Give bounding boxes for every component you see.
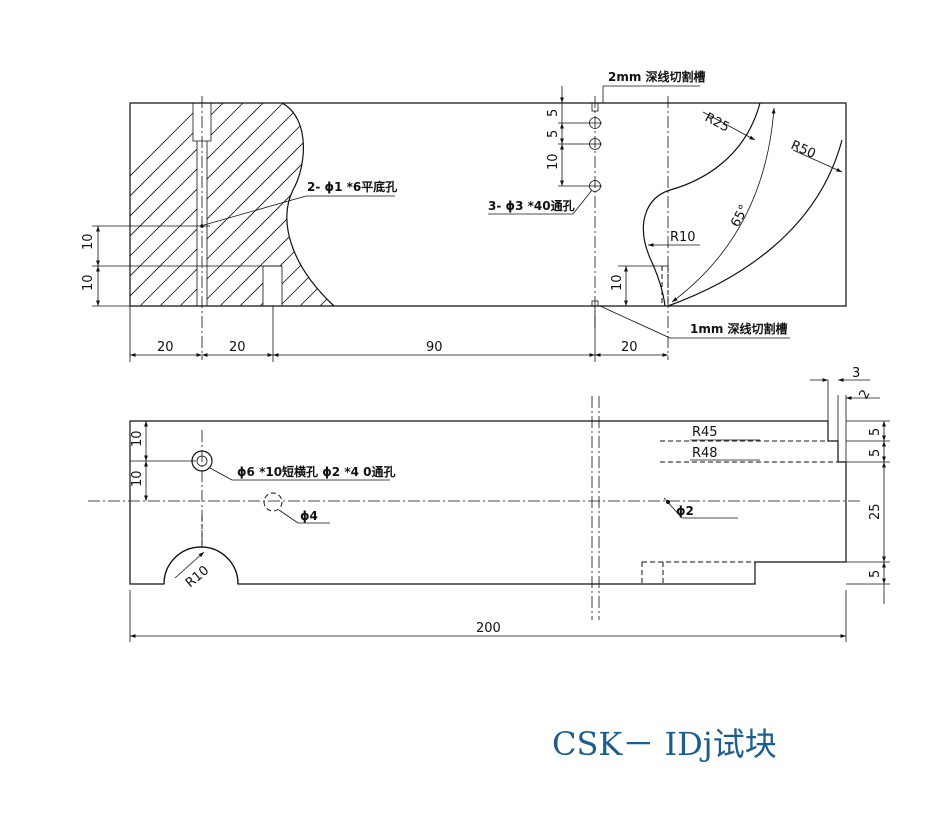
dim-10-notch: 10 xyxy=(610,274,625,291)
radius-r45: R45 xyxy=(692,425,718,440)
dim-20-b: 20 xyxy=(229,340,246,355)
dim-10-left-a: 10 xyxy=(81,233,96,250)
note-notch-1mm: 1mm 深线切割槽 xyxy=(690,321,788,336)
dim-5-b: 5 xyxy=(868,449,883,457)
bottom-view: 10 10 3 2 5 5 25 5 200 R45 R48 R10 ϕ6 *1… xyxy=(88,366,890,642)
radius-r48: R48 xyxy=(692,446,718,461)
dim-10-right: 10 xyxy=(546,153,561,170)
dim-2: 2 xyxy=(856,387,873,402)
dim-10-b: 10 xyxy=(130,470,145,487)
dim-10-a: 10 xyxy=(130,430,145,447)
radius-r50: R50 xyxy=(788,138,817,162)
dim-200: 200 xyxy=(476,621,501,636)
dim-20-a: 20 xyxy=(157,340,174,355)
note-flat-holes: 2- ϕ1 *6平底孔 xyxy=(307,179,397,194)
radius-r25: R25 xyxy=(702,110,732,135)
top-view: 10 10 5 5 10 10 20 20 90 20 R25 R50 R10 … xyxy=(81,69,847,362)
dim-5-c: 5 xyxy=(868,570,883,578)
angle-65: 65° xyxy=(728,202,752,229)
dim-90: 90 xyxy=(426,340,443,355)
dim-20-c: 20 xyxy=(621,340,638,355)
note-through-holes: 3- ϕ3 *40通孔 xyxy=(488,198,575,213)
drawing-title: CSK－ IDj试块 xyxy=(552,725,777,763)
dim-5-a: 5 xyxy=(546,109,561,117)
radius-r10: R10 xyxy=(670,230,696,245)
dim-10-left-b: 10 xyxy=(81,274,96,291)
dim-5-a: 5 xyxy=(868,428,883,436)
dim-5-b: 5 xyxy=(546,130,561,138)
note-notch-2mm: 2mm 深线切割槽 xyxy=(608,69,706,84)
dim-25: 25 xyxy=(868,503,883,520)
note-cross-hole: ϕ6 *10短横孔 ϕ2 *4 0通孔 xyxy=(237,464,395,479)
note-phi2: ϕ2 xyxy=(676,504,694,518)
dim-3: 3 xyxy=(852,366,860,381)
note-phi4: ϕ4 xyxy=(300,509,318,523)
